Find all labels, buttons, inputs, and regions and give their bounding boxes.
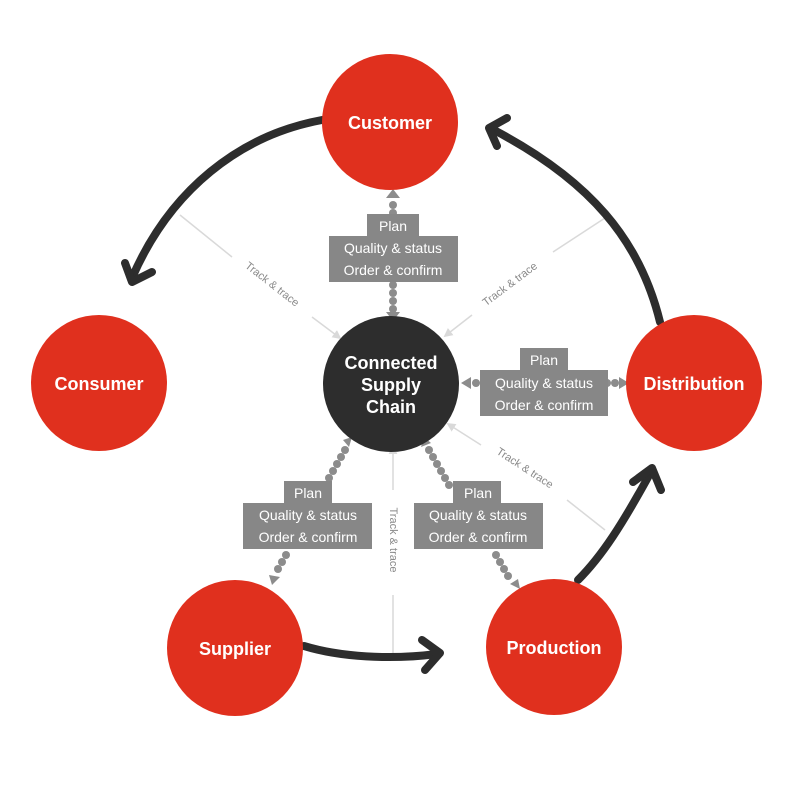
node-production: Production — [486, 579, 622, 715]
hub-label-line-1: Connected — [344, 353, 437, 373]
flow-arrow-production-to-distribution — [574, 466, 656, 584]
flow-arrow-customer-to-consumer — [128, 116, 326, 282]
hub-label-line-3: Chain — [366, 397, 416, 417]
track-line-distribution-lower-upper — [446, 423, 482, 446]
info-box-customer: Plan Quality & status Order & confirm — [329, 214, 458, 282]
track-label-distribution-upper: Track & trace — [481, 260, 540, 309]
info-box-distribution: Plan Quality & status Order & confirm — [480, 348, 608, 416]
node-distribution-label: Distribution — [644, 374, 745, 394]
info-box-customer-quality: Quality & status — [344, 240, 442, 256]
node-supplier: Supplier — [167, 580, 303, 716]
hub-label-line-2: Supply — [361, 375, 421, 395]
track-line-distribution-lower — [566, 499, 606, 531]
info-box-production: Plan Quality & status Order & confirm — [414, 481, 543, 549]
info-box-supplier-plan: Plan — [294, 485, 322, 501]
track-line-consumer-lower — [311, 316, 342, 340]
info-box-distribution-quality: Quality & status — [495, 375, 593, 391]
info-connectors — [269, 189, 629, 589]
track-label-distribution-lower: Track & trace — [494, 446, 555, 491]
flow-arrow-head-consumer — [121, 259, 156, 286]
node-production-label: Production — [507, 638, 602, 658]
node-customer: Customer — [322, 54, 458, 190]
info-box-production-quality: Quality & status — [429, 507, 527, 523]
info-box-distribution-plan: Plan — [530, 352, 558, 368]
info-box-distribution-order: Order & confirm — [495, 397, 594, 413]
info-box-supplier-order: Order & confirm — [259, 529, 358, 545]
info-box-production-plan: Plan — [464, 485, 492, 501]
node-distribution: Distribution — [626, 315, 762, 451]
track-line-consumer — [179, 214, 233, 258]
node-consumer-label: Consumer — [54, 374, 143, 394]
track-line-distribution-upper-lower — [443, 314, 473, 338]
track-lines — [179, 214, 606, 655]
node-customer-label: Customer — [348, 113, 432, 133]
flow-arrow-head-production — [418, 636, 444, 674]
track-label-consumer: Track & trace — [243, 260, 302, 309]
info-box-supplier: Plan Quality & status Order & confirm — [243, 481, 372, 549]
flow-arrow-distribution-to-customer — [488, 125, 664, 326]
node-consumer: Consumer — [31, 315, 167, 451]
flow-arrow-supplier-to-production — [300, 642, 441, 662]
hub-connected-supply-chain: Connected Supply Chain — [323, 316, 459, 452]
info-box-customer-plan: Plan — [379, 218, 407, 234]
info-box-supplier-quality: Quality & status — [259, 507, 357, 523]
info-box-customer-order: Order & confirm — [344, 262, 443, 278]
track-label-supplier-production: Track & trace — [387, 508, 399, 573]
node-supplier-label: Supplier — [199, 639, 271, 659]
track-line-distribution-upper — [552, 217, 606, 253]
flow-arrow-head-customer — [485, 114, 511, 150]
flow-arrows — [121, 114, 665, 674]
info-box-production-order: Order & confirm — [429, 529, 528, 545]
flow-arrow-head-distribution — [629, 464, 665, 494]
